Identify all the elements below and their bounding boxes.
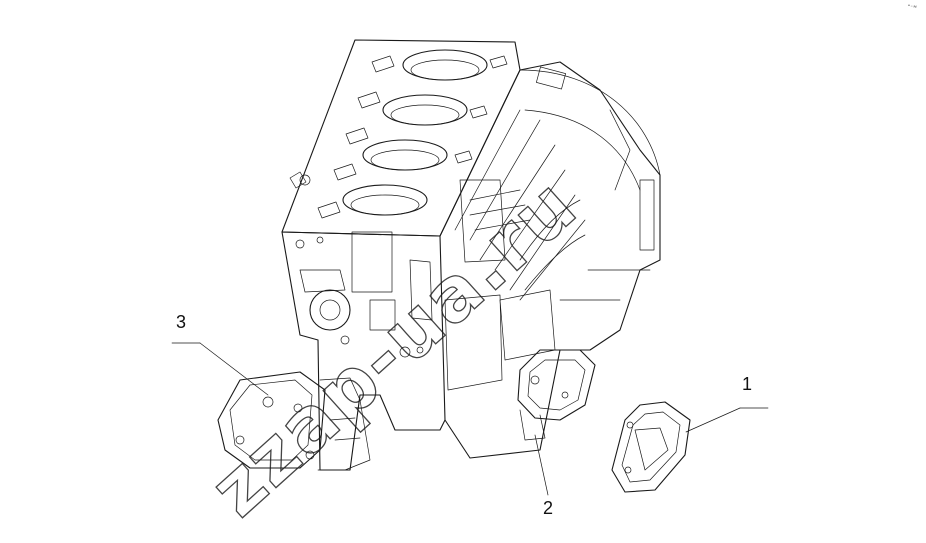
side-ribs — [444, 66, 655, 391]
corner-mark: ᵉ◦≈ — [908, 4, 917, 10]
cylinder-bores — [342, 49, 488, 216]
callout-number-3: 3 — [176, 312, 186, 332]
leader-line-3-diag — [199, 342, 269, 396]
front-face-details — [299, 231, 433, 358]
engine-mount-pad — [517, 349, 596, 441]
leader-line-2 — [534, 434, 549, 496]
callout-number-1: 1 — [742, 374, 752, 394]
callout-number-2: 2 — [543, 498, 553, 518]
leader-line-1 — [685, 407, 741, 433]
right-mount-bracket — [611, 401, 691, 493]
engine-block — [281, 39, 661, 471]
watermark-text: zzap-ua.ru — [194, 162, 593, 533]
left-mount-bracket — [217, 371, 371, 471]
leader-lines — [171, 342, 769, 496]
deck-bolt-holes — [295, 55, 508, 249]
